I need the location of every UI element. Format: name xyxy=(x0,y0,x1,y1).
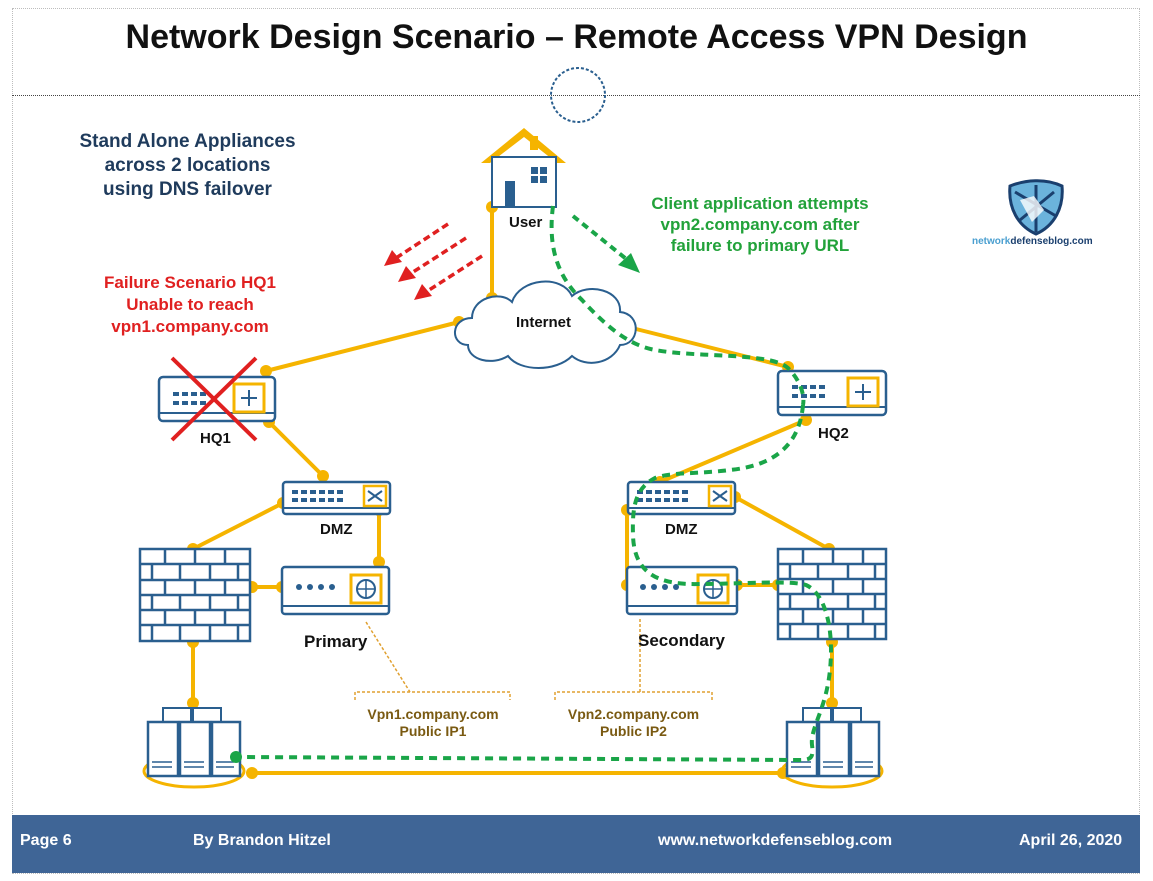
secondary-label: Secondary xyxy=(638,631,725,650)
primary-label: Primary xyxy=(304,632,368,651)
vpn2-hostname: Vpn2.company.com xyxy=(567,706,700,722)
failover-path xyxy=(239,205,833,763)
intro-line-3: using DNS failover xyxy=(103,179,272,200)
dmz2-switch-icon xyxy=(626,480,737,516)
intro-note: Stand Alone Appliances across 2 location… xyxy=(40,130,335,202)
failure-line-1: Failure Scenario HQ1 xyxy=(104,273,276,292)
dmz2-label: DMZ xyxy=(665,521,698,538)
vpn1-hostname: Vpn1.company.com xyxy=(367,706,499,722)
callout-brackets xyxy=(354,618,713,700)
intro-line-2: across 2 locations xyxy=(104,155,271,176)
page-title: Network Design Scenario – Remote Access … xyxy=(125,18,1028,56)
footer-date: April 26, 2020 xyxy=(1019,832,1123,849)
networkdefenseblog-logo-icon xyxy=(1008,179,1064,236)
vpn2-public-ip: Public IP2 xyxy=(600,723,667,739)
failure-note: Failure Scenario HQ1 Unable to reach vpn… xyxy=(70,272,310,338)
house-icon xyxy=(481,128,566,208)
primary-vpn-appliance-icon xyxy=(280,565,391,616)
failure-line-2: Unable to reach xyxy=(126,295,254,314)
decorative-circle xyxy=(550,67,606,123)
firewall-left-icon xyxy=(138,547,252,643)
server-cluster-right-icon xyxy=(780,707,884,789)
client-line-2: vpn2.company.com after xyxy=(660,215,860,234)
vpn1-callout: Vpn1.company.com Public IP1 xyxy=(355,706,511,740)
page-frame xyxy=(12,8,1140,874)
client-line-3: failure to primary URL xyxy=(670,236,850,255)
hq2-label: HQ2 xyxy=(818,425,849,442)
failure-line-3: vpn1.company.com xyxy=(111,317,269,336)
vpn2-callout: Vpn2.company.com Public IP2 xyxy=(555,706,712,740)
secondary-vpn-appliance-icon xyxy=(625,565,739,616)
cloud-icon xyxy=(454,280,637,369)
dmz1-switch-icon xyxy=(281,480,392,516)
hq1-label: HQ1 xyxy=(200,430,231,447)
dmz1-label: DMZ xyxy=(320,521,353,538)
footer-page-number: Page 6 xyxy=(20,832,72,849)
footer-website: www.networkdefenseblog.com xyxy=(658,832,893,849)
hq1-failure-x-icon xyxy=(170,356,258,442)
client-note: Client application attempts vpn2.company… xyxy=(620,193,900,256)
logo-wordmark: networkdefenseblog.com xyxy=(972,236,1093,247)
client-direction-arrow xyxy=(571,214,632,264)
internet-label: Internet xyxy=(516,314,572,331)
failure-arrows xyxy=(395,222,483,294)
failure-arrowheads xyxy=(384,250,432,300)
client-direction-arrowhead xyxy=(618,253,640,273)
footer-bar xyxy=(12,815,1140,873)
footer-author: By Brandon Hitzel xyxy=(193,832,331,849)
server-cluster-left-icon xyxy=(142,707,246,789)
intro-line-1: Stand Alone Appliances xyxy=(79,131,296,152)
client-line-1: Client application attempts xyxy=(651,194,869,213)
failover-path-endpoint xyxy=(230,751,242,763)
user-label: User xyxy=(509,214,543,231)
title-divider xyxy=(12,95,1140,96)
firewall-right-icon xyxy=(776,547,888,641)
logo-wordmark-part1: network xyxy=(972,236,1011,247)
vpn1-public-ip: Public IP1 xyxy=(399,723,467,739)
hq1-router-icon xyxy=(157,375,277,423)
logo-wordmark-part2: defenseblog.com xyxy=(1010,236,1093,247)
